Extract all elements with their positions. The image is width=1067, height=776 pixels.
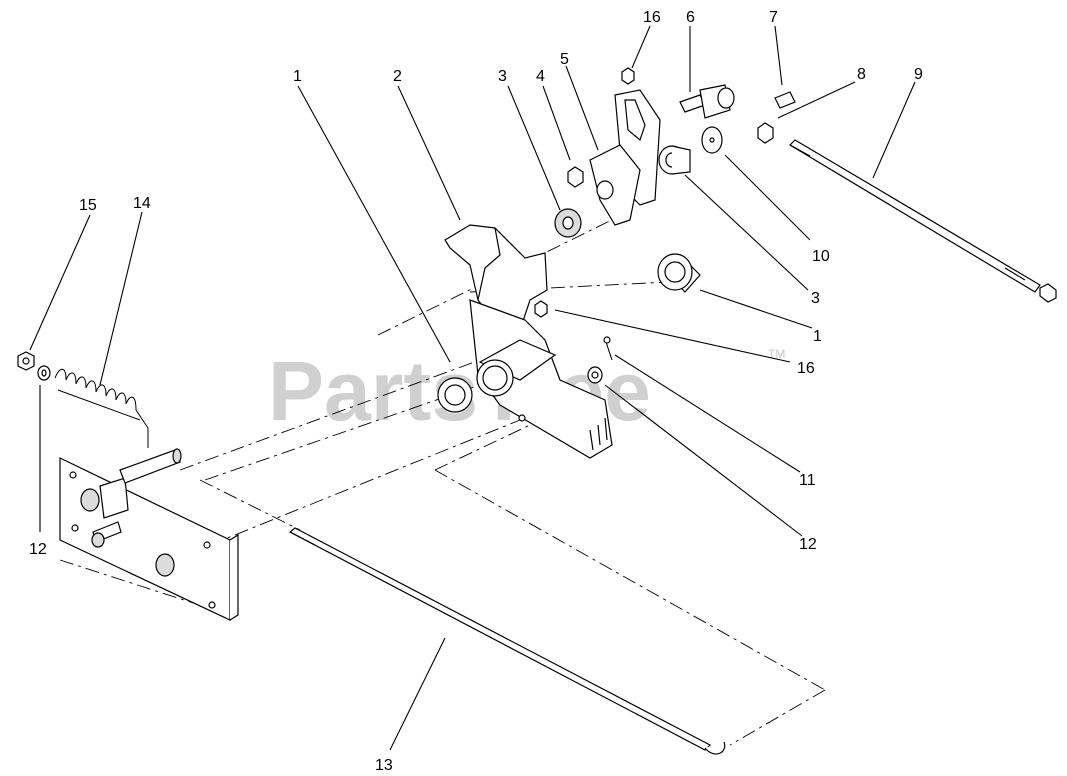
pivot-tube: [476, 339, 557, 397]
callout-13: 13: [375, 757, 393, 774]
washer-3-right: [658, 145, 691, 175]
callout-12-right: 12: [799, 536, 817, 553]
callout-15: 15: [79, 197, 97, 214]
watermark-trademark: TM: [768, 347, 785, 361]
nut-left: [17, 351, 35, 371]
nut-8: [757, 122, 774, 144]
callout-7: 7: [769, 9, 778, 26]
plate-bolt: [91, 521, 122, 548]
callout-6: 6: [686, 9, 695, 26]
nut-small: [534, 300, 548, 318]
callout-12-left: 12: [29, 541, 47, 558]
callout-3-top: 3: [498, 68, 507, 85]
bushing-right: [657, 253, 701, 293]
callout-4: 4: [536, 68, 545, 85]
bolt-7: [774, 91, 796, 109]
washer-3-left: [554, 208, 582, 238]
callout-16-top: 16: [643, 9, 661, 26]
bracket: [589, 89, 661, 226]
nut-4: [567, 166, 584, 188]
callout-11: 11: [799, 472, 816, 489]
rod-9: [789, 139, 1057, 303]
callout-14: 14: [133, 195, 151, 212]
pivot-shaft: [119, 448, 182, 484]
callout-16-right: 16: [797, 360, 815, 377]
callout-5: 5: [560, 51, 569, 68]
spring: [54, 368, 149, 448]
callout-2: 2: [393, 68, 402, 85]
assembly-center-lines: [59, 209, 826, 746]
callout-3-right: 3: [811, 290, 820, 307]
bushing-left: [437, 377, 473, 413]
callout-10: 10: [812, 248, 830, 265]
screw-6: [679, 84, 735, 119]
nut-16-top: [621, 67, 635, 85]
rod-13: [288, 527, 726, 755]
callout-1-right: 1: [813, 328, 822, 345]
washer-10: [701, 126, 723, 154]
mounting-plate: [59, 457, 239, 621]
callout-8: 8: [857, 66, 866, 83]
cotter-pin: [603, 336, 613, 361]
washer-right: [587, 366, 603, 384]
callout-9: 9: [914, 66, 923, 83]
leader-lines: [29, 25, 916, 751]
washer-left: [37, 365, 51, 381]
callout-1-left: 1: [293, 68, 302, 85]
control-arm: [444, 224, 548, 336]
callout-labels: 1 2 3 4 5 16 6 7 8 9 10 3 1 16 11 12 15 …: [29, 9, 923, 774]
